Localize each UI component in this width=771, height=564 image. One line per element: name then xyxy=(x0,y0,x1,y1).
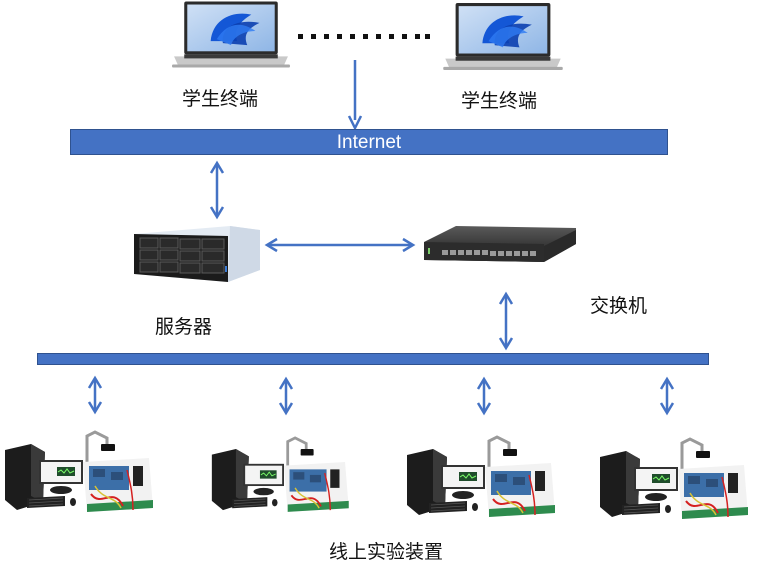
student-terminal-label: 学生终端 xyxy=(182,88,259,110)
server-label: 服务器 xyxy=(155,316,213,338)
network-switch-icon xyxy=(424,226,576,262)
lab-devices-label: 线上实验装置 xyxy=(329,541,444,563)
arrow-bidirectional-lan-device-2 xyxy=(278,376,294,416)
student-terminal-2 xyxy=(440,2,566,70)
lab-station-icon xyxy=(598,432,758,524)
arrow-bidirectional-switch-lan xyxy=(498,291,514,351)
laptop-icon xyxy=(440,2,566,70)
student-terminal-label: 学生终端 xyxy=(461,90,538,112)
lan-bus xyxy=(37,353,709,365)
lab-device-4 xyxy=(598,432,758,524)
arrow-bidirectional-lan-device-4 xyxy=(659,376,675,416)
rack-server-icon xyxy=(134,226,260,282)
laptop-icon xyxy=(170,0,292,68)
lab-device-2 xyxy=(210,430,358,518)
internet-bus-label: Internet xyxy=(336,132,402,153)
student-terminal-1 xyxy=(170,0,292,68)
ellipsis-dots xyxy=(298,34,430,40)
lab-device-3 xyxy=(405,430,565,522)
arrow-bidirectional-server-switch xyxy=(264,237,416,253)
server xyxy=(130,222,262,284)
internet-bus: Internet xyxy=(70,129,668,155)
lab-station-icon xyxy=(405,430,565,522)
lab-device-1 xyxy=(3,425,163,517)
switch-label: 交换机 xyxy=(590,295,648,317)
network-switch xyxy=(420,222,580,278)
arrow-bidirectional-internet-server xyxy=(209,160,225,220)
lab-station-icon xyxy=(210,430,358,518)
arrow-down-terminal-to-internet xyxy=(347,60,363,131)
arrow-bidirectional-lan-device-3 xyxy=(476,376,492,416)
arrow-bidirectional-lan-device-1 xyxy=(87,375,103,415)
lab-station-icon xyxy=(3,425,163,517)
